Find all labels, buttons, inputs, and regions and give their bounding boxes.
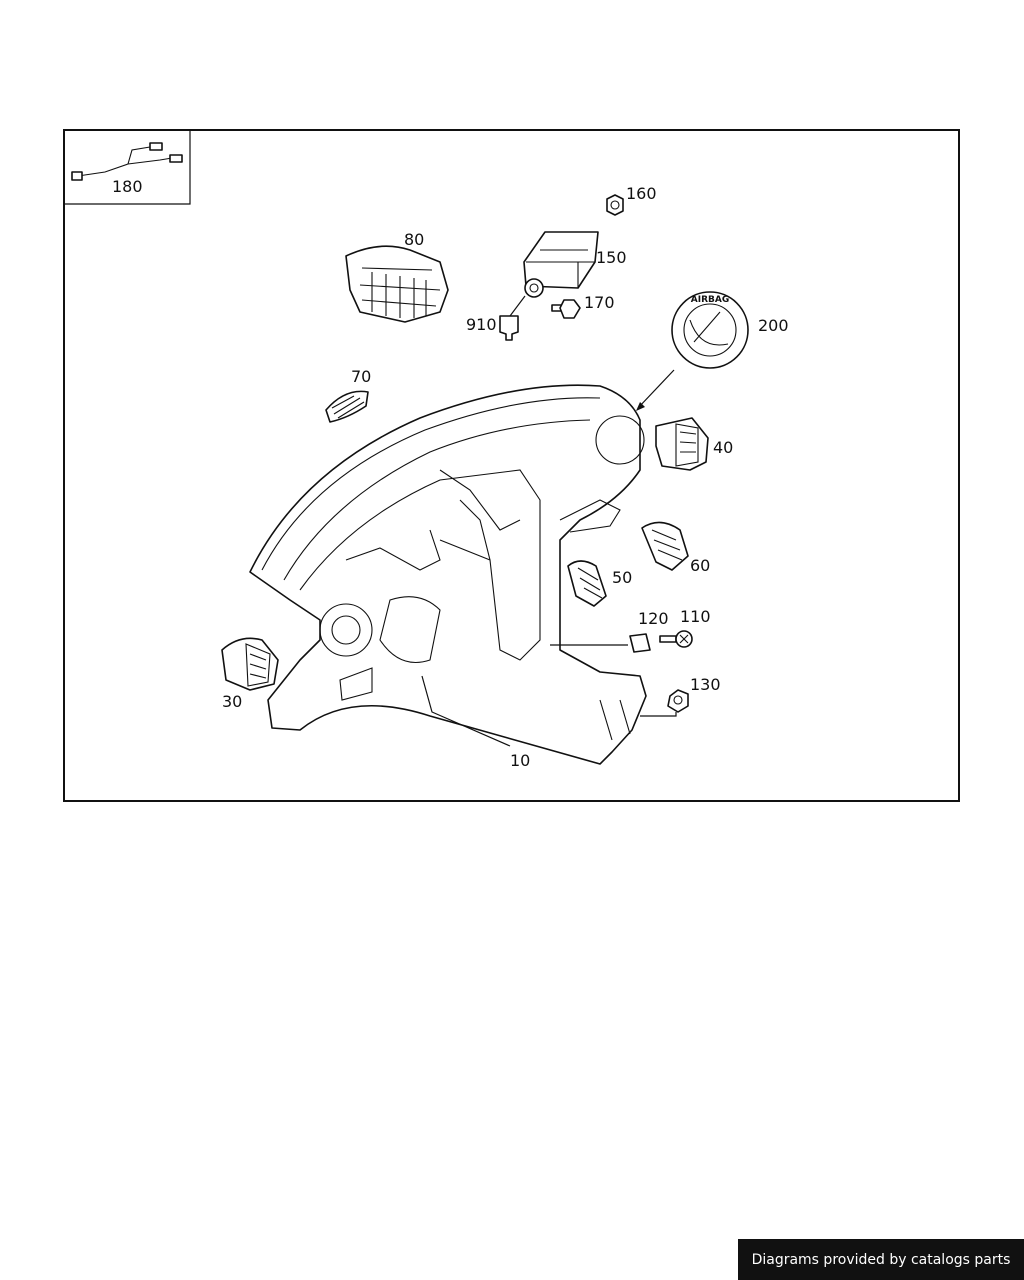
callout-180: 180 xyxy=(112,177,143,196)
arrow-head-icon xyxy=(636,402,645,411)
wiring-harness-180-drawing xyxy=(71,142,183,181)
callout-160: 160 xyxy=(626,184,657,203)
callout-60: 60 xyxy=(690,556,710,575)
airbag-label-text: AIRBAG xyxy=(691,295,729,305)
callout-910: 910 xyxy=(466,315,497,334)
right-vent-40-drawing xyxy=(655,417,709,471)
footer-credit-text: Diagrams provided by catalogs parts xyxy=(751,1251,1011,1268)
vent-50-drawing xyxy=(567,560,607,607)
side-vent-60-drawing xyxy=(641,521,689,571)
clip-120-drawing xyxy=(629,633,651,653)
defroster-vent-70-drawing xyxy=(325,390,369,423)
callout-40: 40 xyxy=(713,438,733,457)
callout-50: 50 xyxy=(612,568,632,587)
callout-170: 170 xyxy=(584,293,615,312)
center-vent-80-drawing xyxy=(345,245,449,323)
callout-130: 130 xyxy=(690,675,721,694)
callout-30: 30 xyxy=(222,692,242,711)
airbag-label-200-drawing: AIRBAG xyxy=(671,291,749,369)
callout-200: 200 xyxy=(758,316,789,335)
airbag-module-150-drawing xyxy=(523,231,599,298)
left-vent-30-drawing xyxy=(221,637,279,691)
footer-credit-badge: Diagrams provided by catalogs parts xyxy=(738,1239,1024,1280)
inset-box-180: 180 xyxy=(64,130,191,205)
dashboard-10-drawing xyxy=(249,384,647,765)
callout-150: 150 xyxy=(596,248,627,267)
clip-910-drawing xyxy=(499,295,526,341)
callout-10: 10 xyxy=(510,751,530,770)
nut-130-drawing xyxy=(667,689,689,713)
nut-160-drawing xyxy=(606,194,624,216)
callout-110: 110 xyxy=(680,607,711,626)
callout-70: 70 xyxy=(351,367,371,386)
callout-80: 80 xyxy=(404,230,424,249)
bolt-170-drawing xyxy=(551,299,581,319)
callout-120: 120 xyxy=(638,609,669,628)
screw-110-drawing xyxy=(659,630,693,648)
leader-130 xyxy=(640,712,677,717)
diagram-frame xyxy=(63,129,960,802)
